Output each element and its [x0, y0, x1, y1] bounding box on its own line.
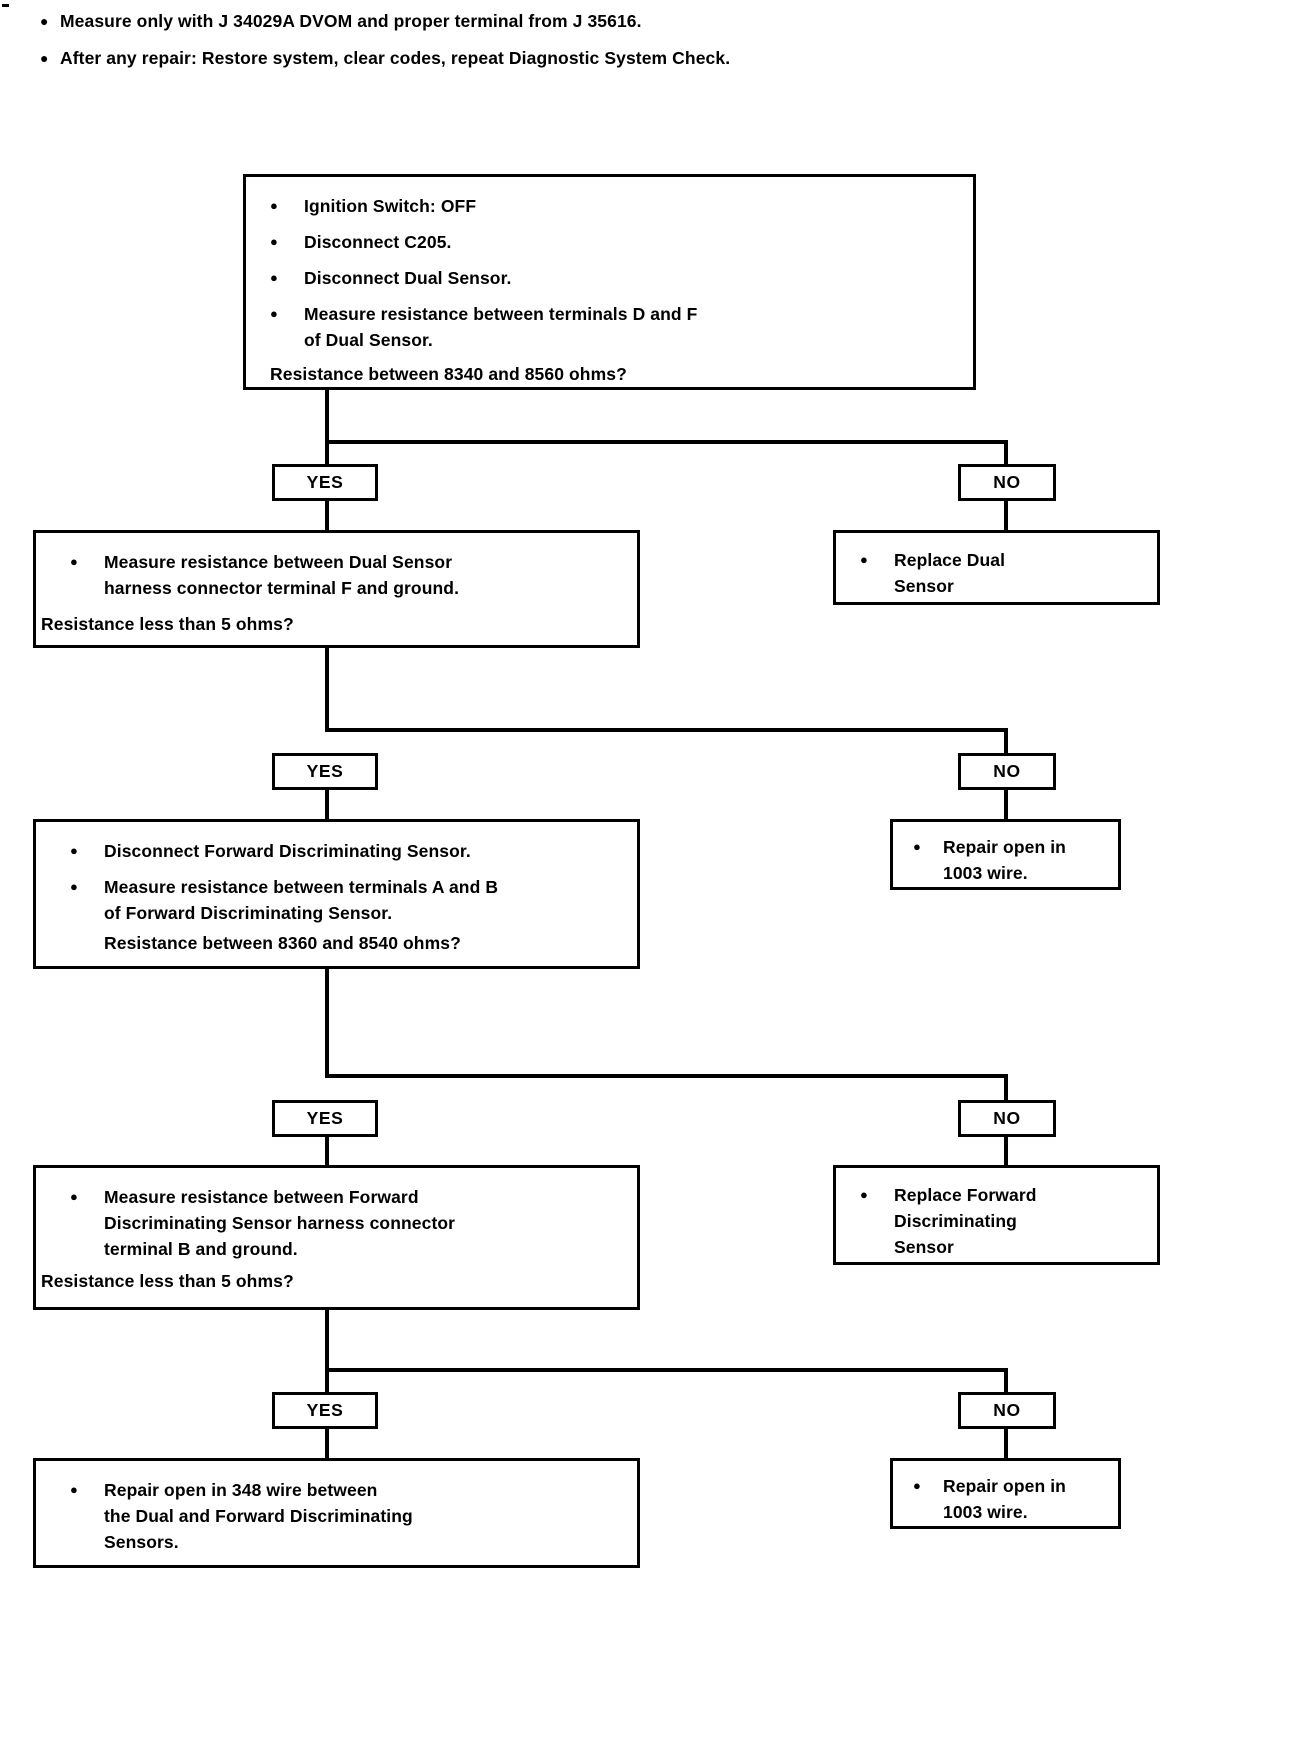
no-label-3: NO: [958, 1100, 1056, 1137]
note-text: After any repair: Restore system, clear …: [60, 48, 731, 68]
step1-bullet-text: Disconnect C205.: [304, 232, 452, 252]
step3-bullet-row: ● Measure resistance between terminals A…: [70, 874, 627, 926]
step1-question: Resistance between 8340 and 8560 ohms?: [270, 364, 627, 384]
step1-bullet-row: ● Measure resistance between terminals D…: [270, 301, 963, 353]
no-label-4: NO: [958, 1392, 1056, 1429]
step4-no-result-box: ● Repair open in 1003 wire.: [890, 1458, 1121, 1529]
connector-yes4-down: [325, 1428, 329, 1460]
step2-question: Resistance less than 5 ohms?: [41, 614, 294, 634]
step2-bullet-row: ● Measure resistance between Dual Sensor…: [70, 549, 627, 601]
note-item: ● Measure only with J 34029A DVOM and pr…: [40, 10, 1140, 32]
bullet-icon: ●: [70, 1189, 78, 1204]
step3-no-text: Replace Forward Discriminating Sensor: [894, 1185, 1037, 1257]
step4-question: Resistance less than 5 ohms?: [41, 1271, 294, 1291]
step3-bullet-text: Measure resistance between terminals A a…: [104, 877, 499, 923]
bullet-icon: ●: [40, 13, 49, 29]
step4-no-text: Repair open in 1003 wire.: [943, 1476, 1066, 1522]
connector-step4-stem: [325, 1310, 329, 1392]
result-bullet-row: ● Replace Dual Sensor: [860, 547, 1147, 599]
step3-bullet-row: ● Disconnect Forward Discriminating Sens…: [70, 838, 627, 864]
result-bullet-row: ● Repair open in 1003 wire.: [913, 834, 1110, 886]
step3-no-result-box: ● Replace Forward Discriminating Sensor: [833, 1165, 1160, 1265]
note-item: ● After any repair: Restore system, clea…: [40, 47, 1140, 69]
connector-yes1-down: [325, 500, 329, 532]
yes-label-1: YES: [272, 464, 378, 501]
step1-no-text: Replace Dual Sensor: [894, 550, 1006, 596]
connector-step3-split: [325, 1074, 1008, 1078]
connector-no2-down: [1004, 789, 1008, 821]
step3-box: ● Disconnect Forward Discriminating Sens…: [33, 819, 640, 969]
no-label-2: NO: [958, 753, 1056, 790]
yes-label-4: YES: [272, 1392, 378, 1429]
step5-yes-text: Repair open in 348 wire between the Dual…: [104, 1480, 413, 1552]
bullet-icon: ●: [270, 198, 278, 213]
connector-step1-stem: [325, 390, 329, 442]
bullet-icon: ●: [40, 50, 49, 66]
bullet-icon: ●: [270, 270, 278, 285]
result-bullet-row: ● Repair open in 348 wire between the Du…: [70, 1477, 627, 1555]
connector-step2-stem: [325, 648, 329, 730]
scan-artifact-mark: [2, 4, 9, 7]
step1-bullet-text: Ignition Switch: OFF: [304, 196, 477, 216]
step3-question: Resistance between 8360 and 8540 ohms?: [104, 933, 461, 953]
connector-no4-down: [1004, 1428, 1008, 1460]
connector-no1-down: [1004, 500, 1008, 532]
connector-step2-split: [325, 728, 1008, 732]
step1-bullet-row: ● Ignition Switch: OFF: [270, 193, 963, 219]
connector-yes3-down: [325, 1136, 329, 1168]
connector-step1-split: [325, 440, 1008, 444]
step4-bullet-row: ● Measure resistance between Forward Dis…: [70, 1184, 627, 1262]
connector-step1-no-stem: [1004, 440, 1008, 466]
step3-bullet-text: Disconnect Forward Discriminating Sensor…: [104, 841, 471, 861]
result-bullet-row: ● Repair open in 1003 wire.: [913, 1473, 1110, 1525]
bullet-icon: ●: [860, 552, 868, 567]
yes-label-2: YES: [272, 753, 378, 790]
bullet-icon: ●: [70, 879, 78, 894]
bullet-icon: ●: [70, 843, 78, 858]
step4-bullet-text: Measure resistance between Forward Discr…: [104, 1187, 456, 1259]
yes-label-3: YES: [272, 1100, 378, 1137]
step1-box: ● Ignition Switch: OFF ● Disconnect C205…: [243, 174, 976, 390]
step1-no-result-box: ● Replace Dual Sensor: [833, 530, 1160, 605]
result-bullet-row: ● Replace Forward Discriminating Sensor: [860, 1182, 1147, 1260]
bullet-icon: ●: [913, 1478, 921, 1493]
step1-bullet-row: ● Disconnect Dual Sensor.: [270, 265, 963, 291]
connector-step4-no-stem: [1004, 1368, 1008, 1394]
bullet-icon: ●: [860, 1187, 868, 1202]
step2-box: ● Measure resistance between Dual Sensor…: [33, 530, 640, 648]
bullet-icon: ●: [70, 1482, 78, 1497]
note-text: Measure only with J 34029A DVOM and prop…: [60, 11, 642, 31]
step1-bullet-text: Measure resistance between terminals D a…: [304, 304, 698, 350]
connector-step2-no-stem: [1004, 728, 1008, 754]
bullet-icon: ●: [913, 839, 921, 854]
bullet-icon: ●: [70, 554, 78, 569]
bullet-icon: ●: [270, 234, 278, 249]
connector-step1-yes-stem: [325, 440, 329, 466]
connector-step3-no-stem: [1004, 1074, 1008, 1100]
connector-step3-stem: [325, 969, 329, 1077]
step1-bullet-row: ● Disconnect C205.: [270, 229, 963, 255]
no-label-1: NO: [958, 464, 1056, 501]
connector-no3-down: [1004, 1136, 1008, 1168]
step2-no-result-box: ● Repair open in 1003 wire.: [890, 819, 1121, 890]
connector-step4-split: [325, 1368, 1008, 1372]
header-notes: ● Measure only with J 34029A DVOM and pr…: [40, 10, 1140, 84]
step1-bullet-text: Disconnect Dual Sensor.: [304, 268, 512, 288]
bullet-icon: ●: [270, 306, 278, 321]
connector-yes2-down: [325, 789, 329, 821]
step5-yes-result-box: ● Repair open in 348 wire between the Du…: [33, 1458, 640, 1568]
step2-no-text: Repair open in 1003 wire.: [943, 837, 1066, 883]
step2-bullet-text: Measure resistance between Dual Sensor h…: [104, 552, 460, 598]
step4-box: ● Measure resistance between Forward Dis…: [33, 1165, 640, 1310]
